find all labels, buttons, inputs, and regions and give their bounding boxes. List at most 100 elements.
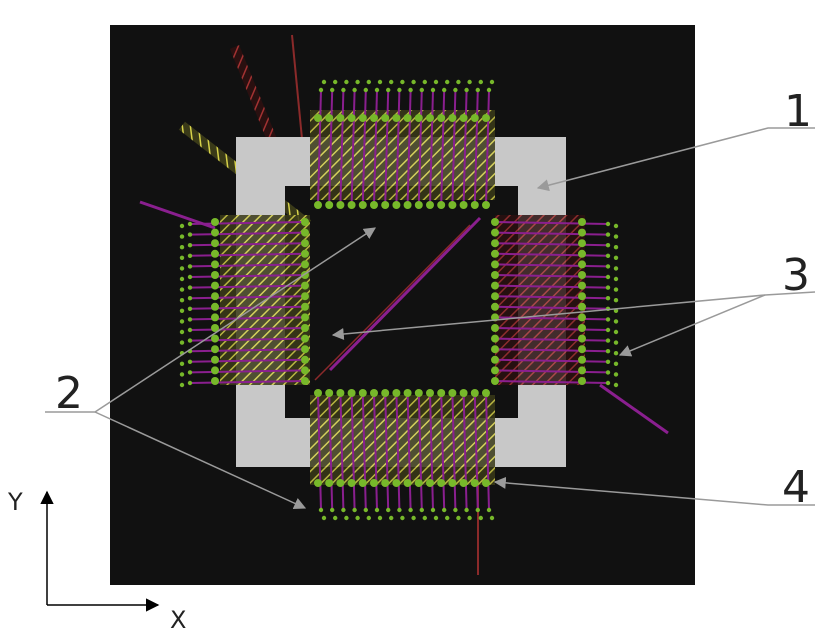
pad bbox=[578, 334, 586, 343]
pad bbox=[489, 515, 495, 521]
trace bbox=[451, 89, 457, 206]
pad bbox=[448, 201, 457, 209]
pad bbox=[211, 366, 219, 375]
pad bbox=[377, 515, 383, 521]
pad bbox=[301, 239, 309, 248]
pad-row-bottom bbox=[314, 389, 495, 521]
trace bbox=[189, 242, 306, 247]
pad bbox=[456, 515, 461, 521]
pad bbox=[211, 334, 219, 343]
pad bbox=[403, 479, 412, 487]
axis-label-y: Y bbox=[7, 488, 23, 516]
pad bbox=[467, 79, 472, 85]
pad bbox=[433, 79, 439, 85]
pad bbox=[341, 87, 346, 93]
pad bbox=[381, 479, 390, 487]
pad bbox=[301, 260, 309, 269]
trace bbox=[494, 242, 609, 247]
pad bbox=[578, 271, 586, 279]
pad bbox=[605, 243, 611, 248]
pad bbox=[613, 361, 619, 366]
trace bbox=[189, 295, 306, 300]
pad bbox=[179, 255, 185, 260]
axes-indicator: Y X bbox=[7, 488, 186, 634]
pad bbox=[475, 87, 480, 93]
pad bbox=[325, 479, 334, 487]
pad bbox=[491, 239, 499, 248]
pad bbox=[578, 324, 586, 332]
pad bbox=[403, 389, 412, 397]
pad bbox=[333, 515, 338, 521]
pad bbox=[426, 389, 434, 397]
pad bbox=[605, 359, 611, 364]
pad bbox=[187, 327, 193, 333]
pad bbox=[578, 218, 586, 226]
axis-label-x: X bbox=[170, 606, 186, 634]
trace bbox=[361, 392, 367, 511]
pad bbox=[187, 338, 193, 343]
pad bbox=[325, 389, 334, 397]
trace bbox=[494, 369, 609, 374]
pad bbox=[475, 507, 480, 513]
pad bbox=[448, 114, 457, 122]
trace bbox=[494, 274, 609, 278]
pad bbox=[491, 377, 499, 385]
pad bbox=[336, 114, 345, 122]
trace bbox=[494, 295, 609, 300]
callout-2: 2 bbox=[55, 368, 83, 419]
pad bbox=[187, 243, 193, 248]
pad bbox=[321, 79, 327, 85]
trace bbox=[328, 392, 334, 511]
board-background bbox=[110, 25, 695, 585]
pad bbox=[179, 234, 185, 239]
pad bbox=[613, 340, 619, 345]
pad bbox=[318, 87, 324, 93]
pad bbox=[491, 345, 499, 354]
pad bbox=[301, 324, 309, 332]
pad bbox=[211, 324, 219, 332]
pad bbox=[187, 285, 193, 290]
pad bbox=[314, 389, 322, 397]
pad bbox=[347, 389, 356, 397]
pad bbox=[347, 114, 356, 122]
leader-1 bbox=[536, 127, 815, 192]
trace bbox=[485, 392, 490, 511]
pad bbox=[363, 87, 368, 93]
pad bbox=[491, 366, 499, 375]
trace bbox=[494, 284, 609, 289]
trace bbox=[462, 89, 468, 206]
trace bbox=[189, 305, 306, 310]
pad bbox=[403, 201, 412, 209]
pad bbox=[330, 87, 335, 93]
pad bbox=[370, 201, 378, 209]
pad bbox=[392, 479, 401, 487]
pad bbox=[370, 479, 378, 487]
pad bbox=[491, 271, 499, 279]
pad bbox=[491, 260, 499, 269]
pad bbox=[419, 507, 424, 513]
pad bbox=[464, 87, 469, 93]
pad bbox=[491, 302, 499, 311]
pad bbox=[336, 201, 345, 209]
leader-3b bbox=[618, 294, 766, 357]
pad bbox=[411, 79, 416, 85]
pad bbox=[400, 79, 405, 85]
pad bbox=[605, 380, 611, 386]
pad bbox=[179, 361, 185, 366]
pad bbox=[411, 515, 416, 521]
pad bbox=[179, 245, 185, 250]
pad bbox=[355, 79, 360, 85]
pad bbox=[491, 249, 499, 258]
pad bbox=[491, 355, 499, 364]
pad bbox=[422, 515, 427, 521]
pad bbox=[482, 479, 490, 487]
callout-3: 3 bbox=[782, 250, 810, 301]
pad bbox=[301, 355, 309, 364]
leader-lines bbox=[45, 127, 816, 509]
pad bbox=[578, 302, 586, 311]
leader-4 bbox=[493, 476, 815, 506]
pad bbox=[374, 87, 380, 93]
trace bbox=[494, 337, 609, 342]
pad bbox=[386, 507, 391, 513]
